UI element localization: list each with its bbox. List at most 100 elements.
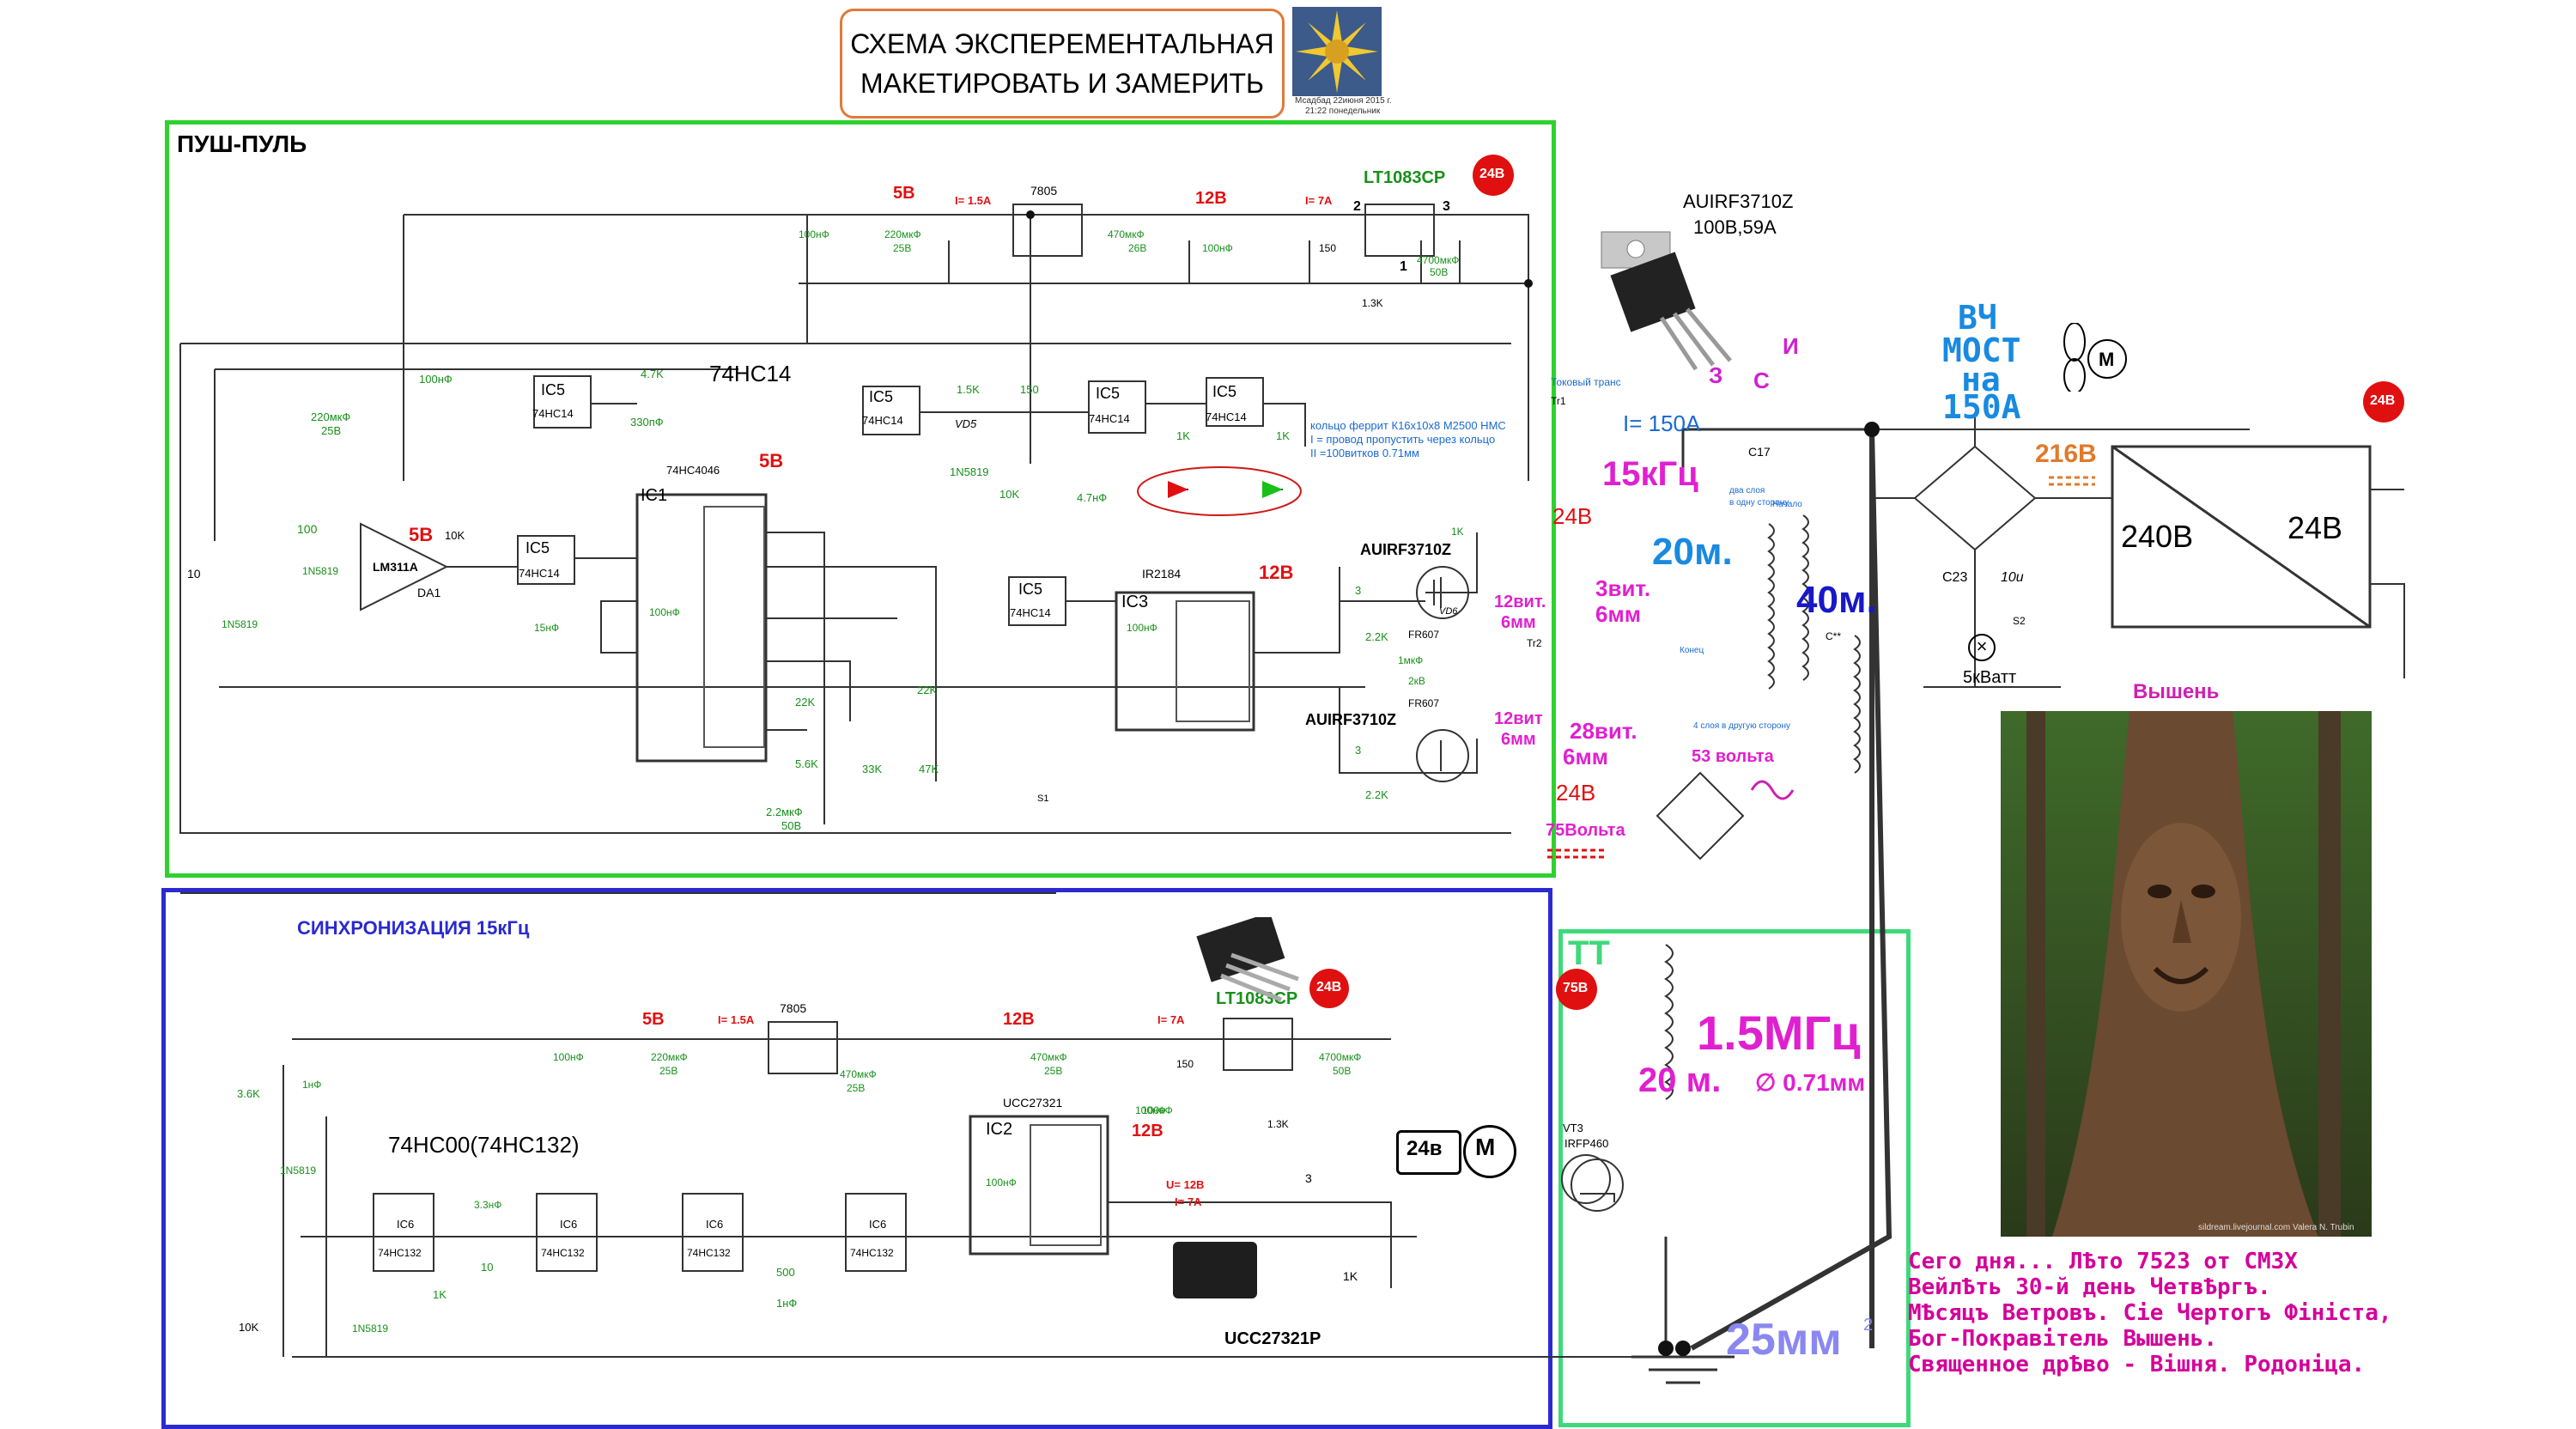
label-216v: 216В bbox=[2035, 440, 2097, 468]
cap-15n: 15нФ bbox=[534, 622, 560, 634]
label-5v-comp: 5В bbox=[409, 524, 434, 545]
fan-icon: M bbox=[2063, 323, 2127, 392]
sync-res-1k: 1K bbox=[1343, 1269, 1358, 1283]
label-cnn: C** bbox=[1826, 630, 1842, 642]
sync-res-3: 3 bbox=[1305, 1171, 1312, 1185]
res-47k: 47K bbox=[919, 763, 939, 775]
res-10k: 10K bbox=[999, 488, 1020, 501]
label-four-layers: 4 слоя в другую сторону bbox=[1693, 721, 1791, 731]
cap-25-b: 25В bbox=[321, 424, 342, 437]
res-150: 150 bbox=[1319, 242, 1337, 254]
mosfet-photo-spec: 100В,59А bbox=[1693, 216, 1777, 238]
ic5-c: IC5 bbox=[1096, 385, 1121, 402]
cap-330p: 330пФ bbox=[630, 416, 664, 429]
ic5-e: IC5 bbox=[526, 539, 550, 556]
sync-label: СИНХРОНИЗАЦИЯ 15кГц bbox=[297, 917, 530, 939]
sync-cap-100n-c: 100нФ bbox=[1135, 1104, 1166, 1116]
ic1-type: 74HC4046 bbox=[666, 464, 720, 477]
push-pull-box bbox=[165, 120, 1556, 878]
badge-24v-top-label: 24В bbox=[1479, 167, 1505, 181]
ic5-f: IC5 bbox=[1018, 581, 1043, 598]
sync-label-12v-ic2: 12В bbox=[1132, 1122, 1163, 1140]
sync-label-7805: 7805 bbox=[780, 1001, 807, 1015]
tree-photo bbox=[2001, 711, 2372, 1237]
diode-1n5819: 1N5819 bbox=[950, 465, 989, 478]
diode-1n5819-b: 1N5819 bbox=[302, 565, 339, 577]
label-ring3: II =100витков 0.71мм bbox=[1310, 447, 1419, 459]
badge-image bbox=[1292, 7, 1382, 96]
ic5-c-type: 74HC14 bbox=[1089, 412, 1130, 425]
label-c17: C17 bbox=[1748, 445, 1771, 459]
comparator-da1: DA1 bbox=[417, 586, 441, 599]
res-10: 10 bbox=[187, 567, 201, 581]
pin-1: 1 bbox=[1400, 259, 1407, 274]
res-2.2k-c: 2.2K bbox=[1365, 788, 1388, 801]
tt-sup: 2 bbox=[1863, 1316, 1874, 1335]
label-12vit-b: 12вит bbox=[1494, 709, 1543, 728]
fan-motor-icon bbox=[1463, 1125, 1516, 1178]
badge-24v-sync-label: 24В bbox=[1316, 980, 1342, 994]
cap-220-b: 220мкФ bbox=[311, 410, 351, 423]
sync-cap-1n-b: 1нФ bbox=[776, 1297, 798, 1310]
label-240v: 240В bbox=[2121, 519, 2194, 554]
badge-24v-top bbox=[1473, 155, 1514, 196]
label-40m: 40м. bbox=[1796, 579, 1877, 621]
label-74hc14: 74HC14 bbox=[709, 361, 792, 386]
label-28vit: 28вит. bbox=[1570, 718, 1637, 744]
tt-diameter: ∅ 0.71мм bbox=[1755, 1069, 1866, 1096]
ic5-f-type: 74HC14 bbox=[1010, 606, 1051, 619]
cap-2kv: 2кВ bbox=[1408, 675, 1425, 687]
switch-s1: S1 bbox=[1037, 794, 1049, 804]
ucc-chip-image bbox=[1173, 1242, 1257, 1298]
note-line-5: Священное дрѢво - Вішня. Родоніца. bbox=[1908, 1352, 2366, 1377]
sync-cap-100n-b: 100нФ bbox=[1142, 1104, 1173, 1116]
sync-label-u12: U= 12В bbox=[1166, 1178, 1205, 1191]
sync-gate-family: 74HC00(74HC132) bbox=[388, 1132, 580, 1158]
gate-ic6-d: IC6 bbox=[869, 1218, 887, 1231]
cap-100n-b: 100нФ bbox=[1202, 242, 1233, 254]
sync-cap-25: 25В bbox=[659, 1065, 678, 1077]
sync-res-3.6k: 3.6K bbox=[237, 1087, 260, 1100]
label-12vit-a: 12вит. bbox=[1494, 593, 1546, 611]
label-two-layers: два слоя bbox=[1729, 486, 1765, 496]
comparator-lm311: LM311A bbox=[373, 560, 418, 574]
label-24v-b: 24В bbox=[1556, 780, 1596, 806]
gate-ic6-a: IC6 bbox=[397, 1218, 415, 1231]
ic3-type: IR2184 bbox=[1142, 567, 1182, 581]
label-3vit: 3вит. bbox=[1595, 575, 1651, 601]
photo-title: Вышень bbox=[2133, 680, 2220, 703]
label-24v-a: 24В bbox=[1552, 503, 1593, 529]
badge-24v-bridge bbox=[2363, 381, 2404, 423]
sync-cap-25b: 25В bbox=[847, 1082, 866, 1094]
cap-100n-e: 100нФ bbox=[1127, 622, 1157, 634]
label-lt1083: LT1083CP bbox=[1364, 168, 1446, 187]
sync-diode-1n5819: 1N5819 bbox=[280, 1164, 317, 1177]
label-start: Начало bbox=[1772, 500, 1802, 509]
label-6mm-b: 6мм bbox=[1501, 730, 1536, 749]
sync-label-i15: I= 1.5А bbox=[718, 1013, 755, 1026]
label-6mm-c: 6мм bbox=[1563, 744, 1608, 769]
cap-1u: 1мкФ bbox=[1398, 654, 1424, 666]
ic5-b: IC5 bbox=[869, 388, 894, 405]
mosfet-photo-name: AUIRF3710Z bbox=[1683, 191, 1794, 212]
note-line-3: МѢсяцъ Ветровъ. Сіе Чертогъ Фініста, bbox=[1908, 1300, 2392, 1326]
lamp-icon: × bbox=[1968, 634, 1996, 661]
sync-res-10: 10 bbox=[481, 1261, 494, 1274]
res-1k-a: 1K bbox=[1176, 429, 1190, 442]
title-line-2: МАКЕТИРОВАТЬ И ЗАМЕРИТЬ bbox=[860, 68, 1265, 99]
tt-cross-section: 25мм bbox=[1726, 1315, 1842, 1365]
note-line-2: ВейлѢть 30-й день ЧетвѢргъ. bbox=[1908, 1274, 2271, 1300]
res-2.2k-a: 2.2K bbox=[1365, 630, 1388, 643]
sync-cap-1n: 1нФ bbox=[302, 1079, 322, 1091]
label-7805: 7805 bbox=[1030, 184, 1058, 198]
badge-24v-bridge-label: 24В bbox=[2370, 393, 2396, 408]
cap-50: 50В bbox=[1430, 266, 1449, 278]
sync-cap-25c: 25В bbox=[1044, 1065, 1063, 1077]
pin-z: З bbox=[1709, 362, 1723, 388]
bridge-l1: ВЧ bbox=[1958, 299, 1997, 337]
label-ring1: кольцо феррит К16х10х8 М2500 НМС bbox=[1310, 419, 1506, 432]
sync-res-500: 500 bbox=[776, 1266, 795, 1279]
res-3-b: 3 bbox=[1355, 744, 1362, 757]
label-10u: 10u bbox=[2001, 570, 2024, 585]
